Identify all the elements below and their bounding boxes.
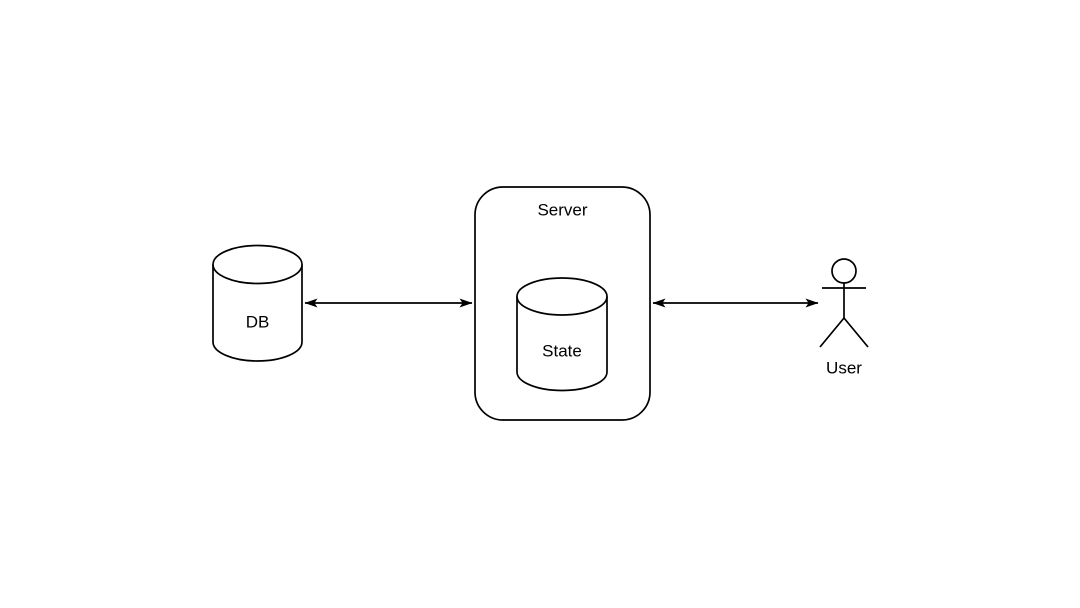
server-label: Server: [537, 201, 587, 220]
db-cylinder-body: [212, 244, 303, 362]
node-db: DB: [212, 244, 303, 362]
state-label: State: [542, 342, 582, 361]
db-cylinder-top-arc: [212, 264, 303, 285]
user-actor-left-leg: [819, 317, 845, 348]
node-server: Server State: [474, 186, 651, 421]
node-state: State: [516, 277, 608, 392]
user-actor-head: [831, 258, 857, 284]
db-label: DB: [246, 313, 270, 332]
state-cylinder-top-arc: [516, 296, 608, 316]
state-cylinder-body: [516, 277, 608, 392]
user-actor-right-leg: [843, 317, 869, 348]
user-label: User: [826, 359, 862, 378]
node-user: User: [819, 258, 869, 378]
